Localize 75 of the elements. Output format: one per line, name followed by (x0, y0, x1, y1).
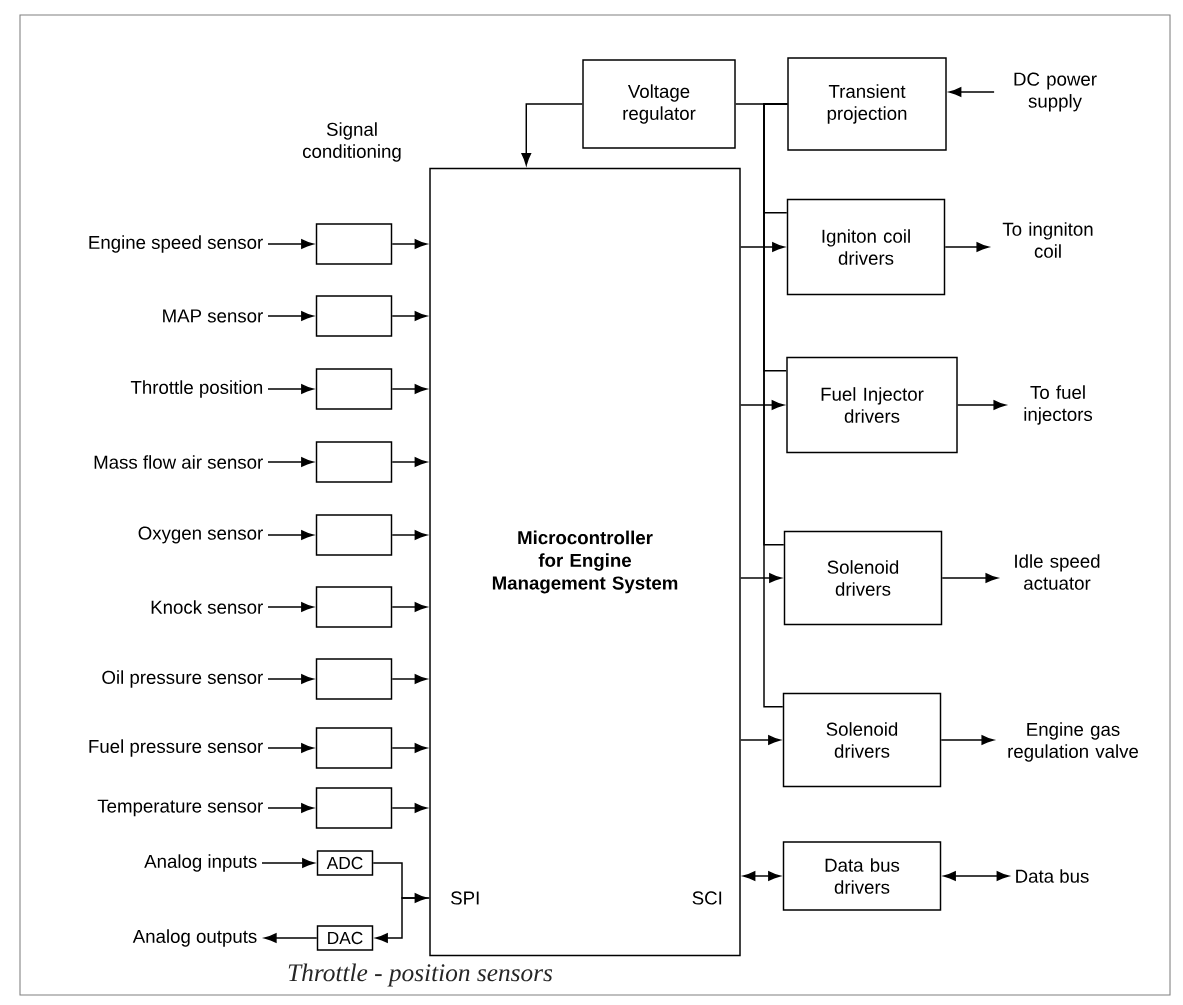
sensor-label: Engine speed sensor (89, 235, 263, 253)
sensor-label: Oxygen sensor (138, 526, 263, 544)
sensor-label: Mass flow air sensor (94, 455, 263, 469)
arrow (267, 239, 314, 249)
arrow (267, 743, 314, 753)
arrow (391, 803, 427, 813)
arrow (391, 674, 427, 684)
sensor-label: MAP sensor (163, 309, 263, 323)
arrow (391, 311, 427, 321)
sensor-label: Knock sensor (151, 600, 263, 614)
output-label: Engine gas regulation valve (1008, 722, 1139, 762)
arrow (740, 573, 782, 583)
arrow (740, 735, 781, 745)
driver-box: Fuel Injector drivers (786, 356, 958, 454)
power-line (763, 103, 788, 708)
double-arrow (743, 871, 781, 881)
signal-conditioning-box (315, 295, 393, 337)
arrow (944, 242, 989, 252)
sensor-label: Throttle position (130, 380, 263, 398)
arrow (521, 103, 583, 166)
signal-conditioning-box (315, 368, 393, 410)
column-heading: Signal conditioning (303, 122, 401, 162)
arrow (267, 311, 314, 321)
arrow (391, 530, 427, 540)
output-label: Data bus (1016, 869, 1089, 883)
converter-box: ADC (316, 850, 374, 876)
driver-box: Solenoid drivers (783, 530, 943, 626)
arrow (267, 803, 314, 813)
port-label: SPI (451, 891, 479, 905)
signal-conditioning-box (315, 441, 393, 483)
port-label: SCI (692, 891, 722, 905)
arrow (949, 87, 995, 97)
arrow (391, 384, 427, 394)
converter-box: DAC (316, 925, 374, 951)
arrow (940, 735, 994, 745)
regulator-box: Voltage regulator (582, 59, 736, 149)
arrow (740, 242, 785, 252)
arrow (941, 573, 998, 583)
arrow (957, 400, 1006, 410)
double-arrow (943, 871, 1009, 881)
driver-box: Solenoid drivers (782, 692, 942, 788)
arrow (264, 933, 318, 943)
driver-box: Data bus drivers (782, 841, 942, 911)
output-label: DC power supply (1014, 72, 1097, 112)
arrow (267, 674, 314, 684)
signal-conditioning-box (315, 586, 393, 628)
signal-conditioning-box (315, 727, 393, 769)
arrow (267, 530, 314, 540)
signal-conditioning-box (315, 787, 393, 829)
arrow (267, 602, 314, 612)
arrow (391, 457, 427, 467)
arrow (391, 743, 427, 753)
signal-conditioning-box (315, 514, 393, 556)
sensor-label: Oil pressure sensor (102, 670, 263, 688)
arrow (391, 602, 427, 612)
handwritten-note: Throttle - position sensors (288, 963, 553, 987)
arrow (391, 239, 427, 249)
sensor-label: Analog inputs (144, 854, 257, 872)
bus-arrow (375, 897, 430, 943)
arrow (267, 384, 314, 394)
sensor-label: Fuel pressure sensor (89, 739, 263, 757)
output-label: Idle speed actuator (1015, 554, 1100, 590)
arrow (740, 400, 784, 410)
output-label: To ingniton coil (1002, 222, 1093, 258)
sensor-label: Temperature sensor (97, 799, 263, 817)
signal-conditioning-box (315, 223, 393, 265)
signal-conditioning-box (315, 658, 393, 700)
arrow (261, 858, 315, 868)
microcontroller-box: Microcontroller for Engine Management System SPI SCI (429, 167, 741, 957)
bus-arrow (372, 862, 427, 903)
protection-box: Transient projection (787, 57, 947, 151)
driver-box: Igniton coil drivers (786, 198, 946, 296)
output-label: To fuel injectors (1024, 385, 1093, 425)
sensor-label: Analog outputs (132, 929, 257, 947)
arrow (267, 457, 314, 467)
